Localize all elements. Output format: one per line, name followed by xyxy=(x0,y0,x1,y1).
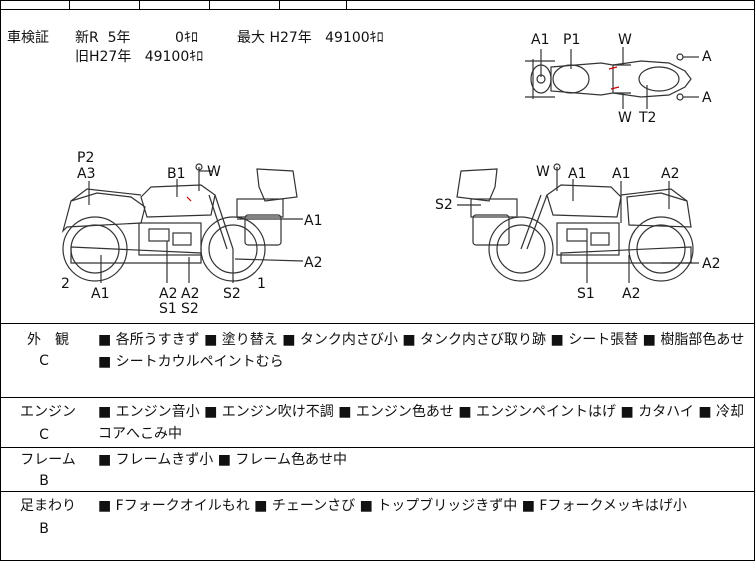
right-label-w: W xyxy=(536,164,550,180)
top-view-motorcycle xyxy=(525,47,699,109)
left-label-a3: A3 xyxy=(77,166,96,182)
left-label-a1-bottom: A1 xyxy=(91,286,110,302)
left-label-p2: P2 xyxy=(77,150,95,166)
left-label-s2-a: S2 xyxy=(181,301,199,317)
right-label-s2: S2 xyxy=(435,197,453,213)
left-label-s2-b: S2 xyxy=(223,286,241,302)
top-label-p1: P1 xyxy=(563,32,581,48)
inspection-max: 最大 H27年 49100ｷﾛ xyxy=(237,30,384,46)
left-label-a2-a: A2 xyxy=(159,286,178,302)
top-label-w: W xyxy=(618,32,632,48)
section-suspension: 足まわり B ■ Fフォークオイルもれ ■ チェーンさび ■ トップブリッジきず… xyxy=(1,491,754,561)
left-label-b1: B1 xyxy=(167,166,186,182)
left-label-a2-right: A2 xyxy=(304,255,323,271)
section-text: ■ 各所うすきず ■ 塗り替え ■ タンク内さび小 ■ タンク内さび取り跡 ■ … xyxy=(98,332,745,370)
section-title: 外 観 xyxy=(27,332,69,348)
inspection-old: 旧H27年 49100ｷﾛ xyxy=(75,49,204,65)
left-label-2: 2 xyxy=(61,276,70,292)
right-label-a2-top: A2 xyxy=(661,166,680,182)
section-grade: B xyxy=(39,521,49,537)
section-grade: C xyxy=(39,353,49,369)
section-frame: フレーム B ■ フレームきず小 ■ フレーム色あせ中 xyxy=(1,447,754,490)
section-grade: B xyxy=(39,473,49,489)
top-label-a-lower: A xyxy=(702,90,712,106)
section-title: フレーム xyxy=(20,452,76,468)
left-label-s1: S1 xyxy=(159,301,177,317)
top-table-edge xyxy=(1,1,754,10)
right-label-s1: S1 xyxy=(577,286,595,302)
top-label-w-lower: W xyxy=(618,110,632,126)
right-label-a1-a: A1 xyxy=(568,166,587,182)
left-label-a2-b: A2 xyxy=(181,286,200,302)
left-label-a1-right: A1 xyxy=(304,213,323,229)
section-text: ■ フレームきず小 ■ フレーム色あせ中 xyxy=(98,452,347,468)
motorcycle-diagrams xyxy=(61,47,699,283)
section-grade: C xyxy=(39,427,49,443)
top-label-a1: A1 xyxy=(531,32,550,48)
section-title: エンジン xyxy=(20,404,76,420)
top-label-t2: T2 xyxy=(639,110,657,126)
right-label-a2-right: A2 xyxy=(702,256,721,272)
section-text: ■ エンジン音小 ■ エンジン吹け不調 ■ エンジン色あせ ■ エンジンペイント… xyxy=(98,404,745,442)
inspection-label: 車検証 xyxy=(7,30,49,46)
section-exterior: 外 観 C ■ 各所うすきず ■ 塗り替え ■ タンク内さび小 ■ タンク内さび… xyxy=(1,323,754,396)
left-label-w: W xyxy=(207,164,221,180)
top-label-a-upper: A xyxy=(702,49,712,65)
left-side-motorcycle xyxy=(61,163,304,283)
section-text: ■ Fフォークオイルもれ ■ チェーンさび ■ トップブリッジきず中 ■ Fフォ… xyxy=(98,498,687,514)
right-side-motorcycle xyxy=(456,163,699,283)
section-engine: エンジン C ■ エンジン音小 ■ エンジン吹け不調 ■ エンジン色あせ ■ エ… xyxy=(1,397,754,448)
inspection-new: 新R 5年 0ｷﾛ xyxy=(75,30,198,46)
left-label-1: 1 xyxy=(257,276,266,292)
section-title: 足まわり xyxy=(20,498,76,514)
right-label-a2-bottom: A2 xyxy=(622,286,641,302)
right-label-a1-b: A1 xyxy=(612,166,631,182)
